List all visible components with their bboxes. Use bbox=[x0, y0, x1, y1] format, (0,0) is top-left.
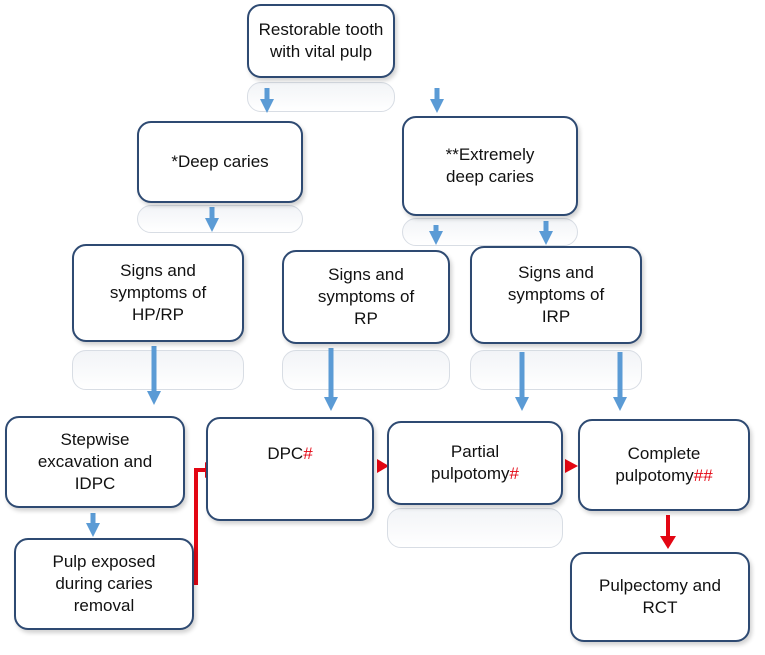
node-stepwise-line2: excavation and bbox=[37, 452, 153, 471]
node-irp-line3: IRP bbox=[541, 307, 571, 326]
reflection-hp-rp bbox=[72, 350, 244, 390]
node-partial-line2: pulpotomy bbox=[431, 464, 510, 483]
node-irp-line1: Signs and bbox=[518, 263, 594, 282]
reflection-partial bbox=[387, 508, 563, 548]
reflection-irp bbox=[470, 350, 642, 390]
node-pulp-exposed-line2: during caries bbox=[55, 574, 153, 593]
node-deep-caries: *Deep caries bbox=[137, 121, 303, 203]
node-dpc: DPC# bbox=[206, 417, 374, 521]
node-hp-rp-line3: HP/RP bbox=[132, 305, 184, 324]
arrowhead-complete-to-pulpectomy bbox=[660, 536, 676, 549]
node-extremely-deep-line1: **Extremely bbox=[445, 145, 535, 164]
node-partial-mark: # bbox=[509, 464, 519, 483]
node-pulp-exposed-line3: removal bbox=[73, 596, 135, 615]
node-partial-line1: Partial bbox=[450, 442, 500, 461]
node-pulp-exposed: Pulp exposed during caries removal bbox=[14, 538, 194, 630]
node-dpc-mark: # bbox=[303, 444, 313, 463]
node-dpc-label: DPC bbox=[267, 444, 304, 463]
node-irp-line2: symptoms of bbox=[507, 285, 605, 304]
node-extremely-deep-line2: deep caries bbox=[446, 167, 534, 186]
arrowhead-dpc-to-partial bbox=[377, 459, 389, 473]
node-signs-rp: Signs and symptoms of RP bbox=[282, 250, 450, 344]
node-restorable-tooth-line2: with vital pulp bbox=[269, 42, 373, 61]
node-signs-hp-rp: Signs and symptoms of HP/RP bbox=[72, 244, 244, 342]
node-extremely-deep-caries: **Extremely deep caries bbox=[402, 116, 578, 216]
node-deep-caries-label: *Deep caries bbox=[171, 152, 269, 171]
node-rp-line1: Signs and bbox=[328, 265, 404, 284]
node-complete-pulpotomy: Complete pulpotomy## bbox=[578, 419, 750, 511]
node-rp-line2: symptoms of bbox=[317, 287, 415, 306]
node-pulpectomy-line1: Pulpectomy and bbox=[599, 576, 721, 595]
node-stepwise-line1: Stepwise bbox=[60, 430, 130, 449]
node-stepwise-excavation: Stepwise excavation and IDPC bbox=[5, 416, 185, 508]
node-complete-mark: ## bbox=[693, 466, 713, 485]
node-signs-irp: Signs and symptoms of IRP bbox=[470, 246, 642, 344]
node-complete-line2: pulpotomy bbox=[615, 466, 694, 485]
node-pulpectomy-rct: Pulpectomy and RCT bbox=[570, 552, 750, 642]
node-partial-pulpotomy: Partial pulpotomy# bbox=[387, 421, 563, 505]
node-complete-line1: Complete bbox=[627, 444, 701, 463]
node-hp-rp-line1: Signs and bbox=[120, 261, 196, 280]
reflection-rp bbox=[282, 350, 450, 390]
arrowhead-partial-to-complete bbox=[565, 459, 578, 473]
node-stepwise-line3: IDPC bbox=[74, 474, 116, 493]
node-hp-rp-line2: symptoms of bbox=[109, 283, 207, 302]
reflection-deep-caries bbox=[137, 205, 303, 233]
node-restorable-tooth-line1: Restorable tooth bbox=[258, 20, 384, 39]
node-pulp-exposed-line1: Pulp exposed bbox=[52, 552, 156, 571]
node-rp-line3: RP bbox=[354, 309, 378, 328]
node-pulpectomy-line2: RCT bbox=[642, 598, 678, 617]
node-restorable-tooth: Restorable tooth with vital pulp bbox=[247, 4, 395, 78]
